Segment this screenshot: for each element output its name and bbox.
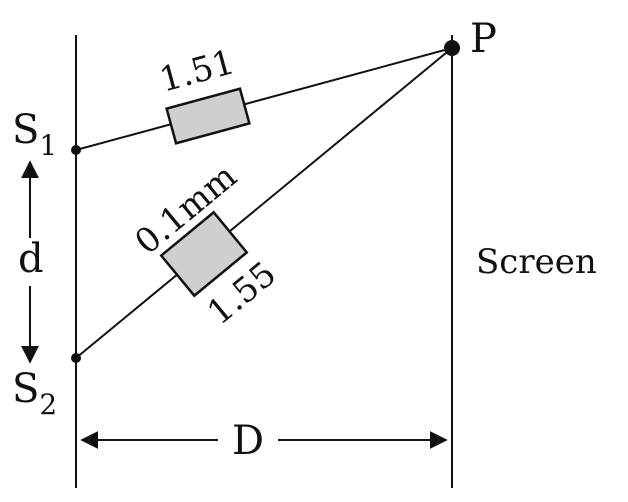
slab-top — [165, 87, 251, 145]
slab-bottom — [159, 210, 249, 298]
ray-s2-to-p — [75, 47, 453, 359]
slit-s1-point — [71, 145, 81, 155]
label-d-small: d — [18, 236, 44, 282]
label-s1: S1 — [12, 107, 57, 162]
label-s2: S2 — [12, 366, 57, 421]
label-screen: Screen — [476, 242, 597, 282]
point-p-marker — [444, 40, 460, 56]
slit-s2-point — [71, 353, 81, 363]
label-D-distance: D — [232, 418, 264, 464]
label-p: P — [470, 16, 497, 62]
ray-s1-to-p — [75, 47, 453, 151]
